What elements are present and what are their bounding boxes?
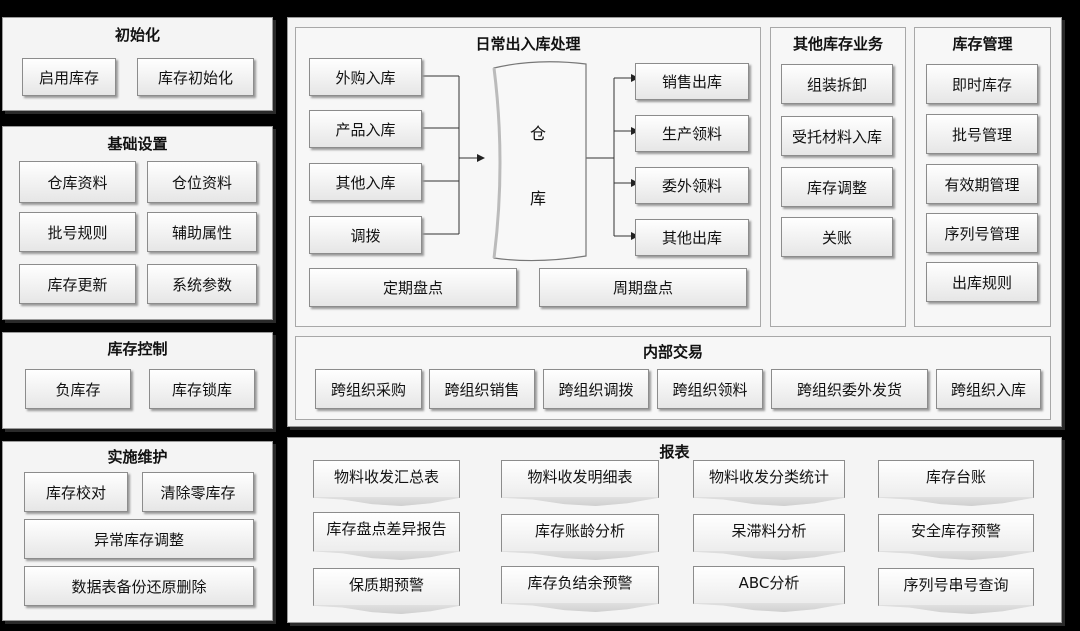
other-outbound-box[interactable]: 其他出库 [635,219,749,256]
product-inbound-box[interactable]: 产品入库 [309,110,422,148]
inventory-adjust-box[interactable]: 库存调整 [781,167,893,207]
inventory-control-title: 库存控制 [107,340,168,358]
assembly-box[interactable]: 组装拆卸 [781,64,893,104]
other-business-section: 其他库存业务 组装拆卸 受托材料入库 库存调整 关账 [770,27,906,327]
inventory-check-box[interactable]: 库存校对 [24,472,128,512]
report-negative-balance[interactable]: 库存负结余预警 [501,566,659,612]
aux-attribute-box[interactable]: 辅助属性 [147,212,257,252]
cross-org-outsource-box[interactable]: 跨组织委外发货 [771,369,928,409]
report-abc[interactable]: ABC分析 [693,566,845,612]
cross-org-inbound-box[interactable]: 跨组织入库 [936,369,1041,409]
cross-org-sales-box[interactable]: 跨组织销售 [429,369,535,409]
report-inventory-ledger[interactable]: 库存台账 [878,460,1034,506]
report-safety-stock[interactable]: 安全库存预警 [878,514,1034,560]
report-aging[interactable]: 库存账龄分析 [501,514,659,560]
inventory-mgmt-section: 库存管理 即时库存 批号管理 有效期管理 序列号管理 出库规则 [914,27,1051,327]
periodic-count-box[interactable]: 定期盘点 [309,268,517,307]
report-count-diff[interactable]: 库存盘点差异报告 [313,512,460,560]
inventory-lock-box[interactable]: 库存锁库 [149,369,255,409]
consigned-material-box[interactable]: 受托材料入库 [781,116,893,156]
basic-settings-title: 基础设置 [107,135,168,153]
expiry-mgmt-box[interactable]: 有效期管理 [926,164,1038,204]
warehouse-char-2: 库 [529,189,546,208]
report-shelf-life[interactable]: 保质期预警 [313,568,460,614]
cross-org-material-box[interactable]: 跨组织领料 [657,369,763,409]
internal-trade-title: 内部交易 [642,343,703,361]
system-params-box[interactable]: 系统参数 [147,264,257,304]
init-title: 初始化 [114,26,160,44]
serial-mgmt-box[interactable]: 序列号管理 [926,213,1038,253]
report-serial-query[interactable]: 序列号串号查询 [878,568,1034,614]
maintenance-panel: 实施维护 库存校对 清除零库存 异常库存调整 数据表备份还原删除 [2,441,273,621]
warehouse-data-box[interactable]: 仓库资料 [19,161,136,203]
cycle-count-box[interactable]: 周期盘点 [539,268,747,307]
daily-io-title: 日常出入库处理 [475,35,581,53]
enable-inventory-box[interactable]: 启用库存 [22,58,116,96]
sales-outbound-box[interactable]: 销售出库 [635,63,749,100]
abnormal-adjust-box[interactable]: 异常库存调整 [24,519,254,559]
location-data-box[interactable]: 仓位资料 [147,161,257,203]
batch-mgmt-box[interactable]: 批号管理 [926,114,1038,154]
negative-inventory-box[interactable]: 负库存 [25,369,131,409]
cross-org-purchase-box[interactable]: 跨组织采购 [315,369,422,409]
other-business-title: 其他库存业务 [792,35,883,53]
outsource-material-box[interactable]: 委外领料 [635,167,749,204]
close-account-box[interactable]: 关账 [781,217,893,257]
clear-zero-inventory-box[interactable]: 清除零库存 [142,472,254,512]
outbound-rule-box[interactable]: 出库规则 [926,262,1038,302]
report-io-category[interactable]: 物料收发分类统计 [693,460,845,506]
maintenance-title: 实施维护 [107,448,168,466]
report-io-summary[interactable]: 物料收发汇总表 [313,460,460,506]
realtime-inventory-box[interactable]: 即时库存 [926,64,1038,104]
cross-org-transfer-box[interactable]: 跨组织调拨 [543,369,649,409]
warehouse-shape [493,61,587,262]
inventory-mgmt-title: 库存管理 [952,35,1013,53]
warehouse-char-1: 仓 [529,124,546,143]
init-panel: 初始化 启用库存 库存初始化 [2,17,273,111]
inventory-init-box[interactable]: 库存初始化 [137,58,254,96]
reports-title: 报表 [659,443,690,461]
data-backup-box[interactable]: 数据表备份还原删除 [24,566,254,606]
transfer-box[interactable]: 调拨 [309,216,422,254]
report-io-detail[interactable]: 物料收发明细表 [501,460,659,506]
daily-io-section: 日常出入库处理 [295,27,761,327]
internal-trade-section: 内部交易 跨组织采购 跨组织销售 跨组织调拨 跨组织领料 跨组织委外发货 跨组织… [295,336,1051,420]
inventory-update-box[interactable]: 库存更新 [19,264,136,304]
production-material-box[interactable]: 生产领料 [635,115,749,152]
report-slow-moving[interactable]: 呆滞料分析 [693,514,845,560]
purchase-inbound-box[interactable]: 外购入库 [309,58,422,96]
batch-rule-box[interactable]: 批号规则 [19,212,136,252]
main-operations-panel: 日常出入库处理 [287,17,1062,427]
basic-settings-panel: 基础设置 仓库资料 仓位资料 批号规则 辅助属性 库存更新 系统参数 [2,126,273,320]
other-inbound-box[interactable]: 其他入库 [309,163,422,201]
reports-panel: 报表 物料收发汇总表 物料收发明细表 物料收发分类统计 库存台账 库存盘点差异报… [287,437,1062,623]
inventory-control-panel: 库存控制 负库存 库存锁库 [2,332,273,429]
